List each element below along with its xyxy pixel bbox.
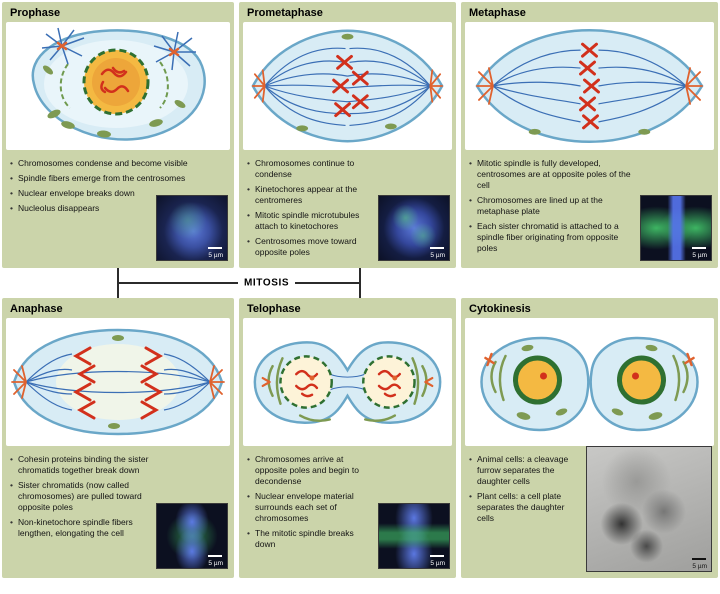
panel-title: Anaphase [10, 303, 63, 315]
bullet-item: Kinetochores appear at the centromeres [247, 184, 374, 206]
panel-anaphase: Anaphase [2, 298, 234, 578]
prometaphase-cell-diagram [251, 29, 444, 143]
panel-prophase: Prophase [2, 2, 234, 268]
prometaphase-bullets: Chromosomes continue to condense Kinetoc… [247, 158, 374, 262]
panel-prometaphase: Prometaphase [239, 2, 456, 268]
connector-line-right [359, 268, 361, 298]
anaphase-bullets: Cohesin proteins binding the sister chro… [10, 454, 152, 543]
telophase-fluorescence-micrograph: 5 µm [378, 503, 450, 569]
bullet-item: Animal cells: a cleavage furrow separate… [469, 454, 578, 487]
panel-cytokinesis: Cytokinesis [461, 298, 718, 578]
scale-label: 5 µm [430, 560, 445, 567]
bullet-item: Sister chromatids (now called chromosome… [10, 480, 152, 513]
panel-title: Metaphase [469, 7, 526, 19]
panel-title: Prophase [10, 7, 61, 19]
scale-bar [692, 558, 706, 560]
bullet-item: Each sister chromatid is attached to a s… [469, 221, 636, 254]
telophase-cell-illustration [243, 318, 452, 446]
scale-bar [208, 247, 222, 249]
bullet-item: Centrosomes move toward opposite poles [247, 236, 374, 258]
metaphase-cell-diagram [475, 28, 704, 144]
bullet-item: Chromosomes continue to condense [247, 158, 374, 180]
scale-label: 5 µm [692, 252, 707, 259]
bullet-item: Chromosomes arrive at opposite poles and… [247, 454, 374, 487]
cytokinesis-electron-micrograph: 5 µm [586, 446, 712, 572]
scale-bar [208, 555, 222, 557]
bullet-item: The mitotic spindle breaks down [247, 528, 374, 550]
prophase-fluorescence-micrograph: 5 µm [156, 195, 228, 261]
prometaphase-cell-illustration [243, 22, 452, 150]
prophase-bullets: Chromosomes condense and become visible … [10, 158, 226, 218]
prometaphase-fluorescence-micrograph: 5 µm [378, 195, 450, 261]
cytokinesis-cell-diagram [480, 336, 699, 432]
prophase-cell-diagram [31, 27, 206, 141]
scale-label: 5 µm [208, 560, 223, 567]
scale-label: 5 µm [430, 252, 445, 259]
mitosis-label: MITOSIS [238, 277, 296, 289]
prophase-cell-illustration [6, 22, 230, 150]
bullet-item: Nuclear envelope breaks down [10, 188, 226, 199]
mitosis-connector: MITOSIS [0, 268, 720, 298]
cytokinesis-cell-illustration [465, 318, 714, 446]
metaphase-fluorescence-micrograph: 5 µm [640, 195, 712, 261]
bullet-item: Chromosomes condense and become visible [10, 158, 226, 169]
scale-bar [430, 555, 444, 557]
scale-label: 5 µm [692, 563, 707, 570]
bullet-item: Nucleolus disappears [10, 203, 226, 214]
anaphase-cell-illustration [6, 318, 230, 446]
bullet-item: Spindle fibers emerge from the centrosom… [10, 173, 226, 184]
anaphase-fluorescence-micrograph: 5 µm [156, 503, 228, 569]
bullet-item: Mitotic spindle is fully developed, cent… [469, 158, 636, 191]
telophase-bullets: Chromosomes arrive at opposite poles and… [247, 454, 374, 554]
panel-metaphase: Metaphase [461, 2, 718, 268]
bullet-item: Plant cells: a cell plate separates the … [469, 491, 578, 524]
panel-title: Cytokinesis [469, 303, 531, 315]
bullet-item: Nuclear envelope material surrounds each… [247, 491, 374, 524]
bullet-item: Cohesin proteins binding the sister chro… [10, 454, 152, 476]
panel-title: Telophase [247, 303, 301, 315]
bullet-item: Mitotic spindle microtubules attach to k… [247, 210, 374, 232]
cytokinesis-bullets: Animal cells: a cleavage furrow separate… [469, 454, 578, 528]
bullet-item: Non-kinetochore spindle fibers lengthen,… [10, 517, 152, 539]
metaphase-cell-illustration [465, 22, 714, 150]
anaphase-cell-diagram [11, 328, 225, 436]
scale-bar [430, 247, 444, 249]
scale-bar [692, 247, 706, 249]
panel-title: Prometaphase [247, 7, 323, 19]
bullet-item: Chromosomes are lined up at the metaphas… [469, 195, 636, 217]
telophase-cell-diagram [253, 341, 442, 424]
metaphase-bullets: Mitotic spindle is fully developed, cent… [469, 158, 636, 258]
panel-telophase: Telophase [239, 298, 456, 578]
scale-label: 5 µm [208, 252, 223, 259]
connector-line-left [117, 268, 119, 298]
